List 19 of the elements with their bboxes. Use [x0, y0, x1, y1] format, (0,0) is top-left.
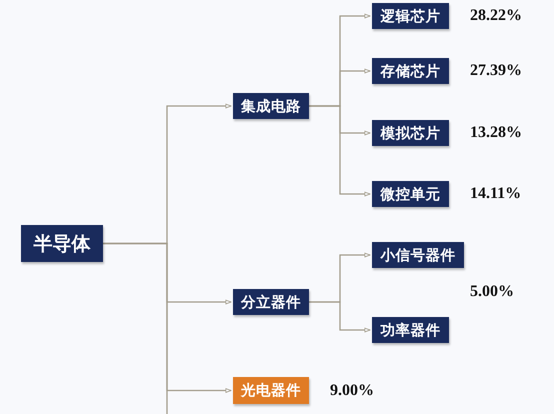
percentage-label: 14.11%: [470, 185, 522, 203]
percentage-label: 13.28%: [470, 124, 522, 142]
category-box: 存储芯片: [372, 58, 449, 84]
category-box: 集成电路: [233, 93, 309, 119]
category-box: 半导体: [21, 225, 103, 262]
percentage-label: 27.39%: [470, 62, 522, 80]
percentage-label: 9.00%: [330, 382, 374, 400]
category-box: 功率器件: [372, 317, 449, 343]
category-box: 光电器件: [233, 377, 309, 404]
category-box: 分立器件: [233, 289, 309, 315]
category-box: 逻辑芯片: [372, 3, 449, 29]
percentage-label: 28.22%: [470, 7, 522, 25]
category-box: 小信号器件: [372, 242, 464, 268]
percentage-label: 5.00%: [470, 283, 514, 301]
arrow: [309, 301, 370, 332]
connector-line: [103, 242, 168, 414]
arrow: [309, 105, 370, 196]
category-box: 模拟芯片: [372, 120, 449, 146]
category-box: 微控单元: [372, 181, 449, 207]
